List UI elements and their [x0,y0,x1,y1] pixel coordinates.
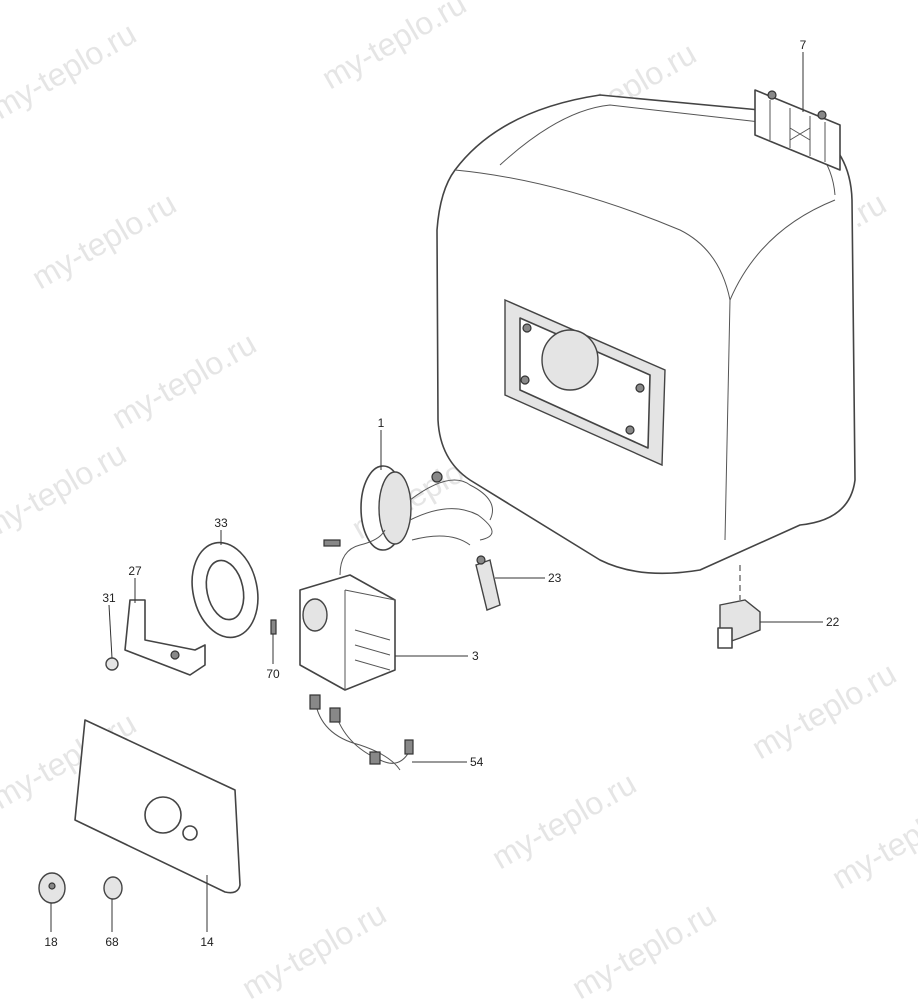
part-18-knob [38,872,66,904]
part-22-safety-valve [717,599,761,649]
label-70: 70 [266,667,280,681]
water-heater-tank [436,94,856,600]
part-7-wall-bracket [754,89,841,171]
label-22: 22 [826,615,840,629]
watermark-text: my-teplo.ru [566,895,723,1000]
label-18: 18 [44,935,58,949]
label-7: 7 [800,38,807,52]
watermark-text: my-teplo.ru [236,895,393,1000]
watermark-text: my-teplo.ru [486,765,643,876]
part-3-thermostat [299,529,396,691]
part-54-wiring-harness [309,694,414,771]
part-68-indicator-lamp [103,876,123,900]
watermark-text: my-teplo.ru [26,185,183,296]
watermark-text: my-teplo.ru [316,0,473,96]
part-1-heating-element [323,465,493,551]
watermark-text: my-teplo.ru [746,655,903,766]
watermark-text: my-teplo.ru [0,15,142,126]
label-14: 14 [200,935,214,949]
label-31: 31 [102,591,116,605]
part-70-screw [270,619,277,635]
label-23: 23 [548,571,562,585]
label-54: 54 [470,755,484,769]
label-27: 27 [128,564,142,578]
label-33: 33 [214,516,228,530]
leader-lines [50,52,823,932]
part-labels: 7 1 33 27 31 70 23 3 22 54 18 68 14 [44,38,839,949]
label-1: 1 [378,416,385,430]
watermark-text: my-teplo.ru [826,785,918,896]
part-14-cover-plate [74,719,241,894]
part-31-nut [105,657,119,671]
label-3: 3 [472,649,479,663]
watermark-text: my-teplo.ru [0,435,132,546]
label-68: 68 [105,935,119,949]
part-33-gasket [191,541,259,639]
watermark-text: my-teplo.ru [106,325,263,436]
part-23-magnesium-anode [475,555,501,611]
part-27-clamp [124,599,206,676]
